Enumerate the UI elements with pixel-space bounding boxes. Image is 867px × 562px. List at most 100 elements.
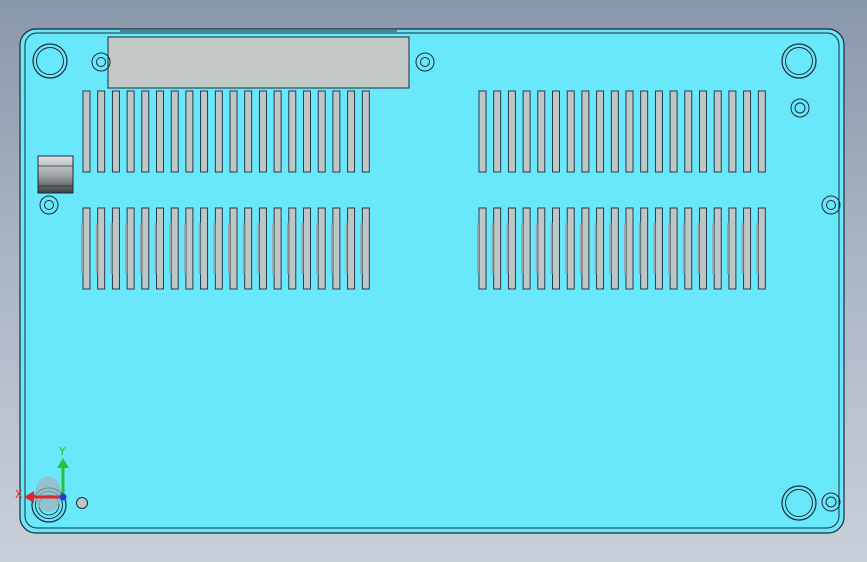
vent-slot	[111, 207, 120, 290]
vent-slot	[229, 207, 238, 290]
vent-slot	[229, 90, 238, 173]
vent-slot	[743, 207, 752, 290]
vent-slot-shadow	[521, 223, 524, 274]
screw-hole-top-mid[interactable]	[415, 52, 435, 72]
vent-slot	[699, 207, 707, 290]
vent-slot-shadow	[242, 223, 245, 274]
mounting-hole-top-left-large[interactable]	[32, 43, 68, 79]
vent-slot	[669, 207, 678, 290]
vent-slot	[332, 90, 341, 173]
vent-slot	[317, 90, 326, 173]
mounting-hole-bottom-right-large[interactable]	[781, 485, 817, 521]
vent-slot	[537, 90, 546, 173]
vent-bank-left-lower	[81, 207, 370, 290]
vent-slot	[757, 207, 766, 290]
vent-slot	[82, 207, 91, 290]
vent-slot	[669, 90, 678, 173]
vent-slot-shadow	[726, 223, 729, 274]
vent-slot-shadow	[125, 223, 128, 274]
vent-slot	[303, 207, 311, 290]
vent-slot	[170, 207, 179, 290]
vent-slot	[185, 207, 194, 290]
vent-slot	[317, 207, 326, 290]
vent-slot	[258, 207, 267, 290]
vent-slot-shadow	[139, 223, 142, 274]
vent-slot-shadow	[668, 223, 671, 274]
vent-slot	[111, 90, 120, 173]
vent-slot	[288, 207, 297, 290]
vent-slot	[566, 207, 575, 290]
vent-slot	[347, 207, 356, 290]
vent-slot	[713, 90, 722, 173]
vent-slot-shadow	[550, 223, 553, 274]
screw-hole-right-upper[interactable]	[790, 98, 810, 118]
vent-slot	[507, 90, 516, 173]
vent-slot-shadow	[154, 223, 157, 274]
vent-slot	[200, 90, 209, 173]
vent-slot	[552, 207, 560, 290]
vent-slot	[625, 90, 634, 173]
screw-hole-right-mid[interactable]	[821, 195, 841, 215]
vent-slot	[214, 207, 223, 290]
vent-slot-shadow	[477, 223, 479, 274]
vent-slot-shadow	[183, 223, 186, 274]
screw-hole-top-left[interactable]	[91, 52, 111, 72]
vent-slot	[214, 90, 223, 173]
vent-slot	[303, 90, 311, 173]
vent-slot-shadow	[594, 223, 597, 274]
vent-slot-shadow	[272, 223, 275, 274]
vent-slot-shadow	[638, 223, 641, 274]
vent-slot	[200, 207, 209, 290]
vent-slot-shadow	[81, 223, 83, 274]
vent-slot	[156, 90, 164, 173]
vent-slot	[684, 207, 693, 290]
vent-slot	[273, 207, 282, 290]
vent-slot	[361, 207, 370, 290]
vent-slot-shadow	[360, 223, 363, 274]
mounting-hole-top-right-large[interactable]	[781, 43, 817, 79]
vent-slot-shadow	[301, 223, 304, 274]
side-switch[interactable]	[37, 155, 74, 194]
vent-slot-shadow	[565, 223, 568, 274]
vent-slot-shadow	[535, 223, 538, 274]
triad-plane-shading	[35, 476, 61, 512]
vent-slot	[566, 90, 575, 173]
vent-slot-shadow	[316, 223, 319, 274]
coordinate-triad: Y X	[15, 445, 69, 512]
vent-slot	[522, 90, 531, 173]
vent-slot	[522, 207, 531, 290]
vent-slot-shadow	[330, 223, 333, 274]
vent-slot-shadow	[624, 223, 626, 274]
small-pin-bottom-left[interactable]	[76, 497, 88, 509]
vent-slot	[581, 207, 590, 290]
vent-bank-right-upper	[478, 90, 766, 173]
vent-slot	[728, 207, 737, 290]
vent-slot-shadow	[95, 223, 98, 274]
vent-slot	[610, 90, 619, 173]
triad-x-label: X	[15, 488, 23, 501]
vent-slot	[126, 207, 135, 290]
vent-slot	[625, 207, 634, 290]
vent-slot-shadow	[198, 223, 201, 274]
screw-hole-left-mid[interactable]	[39, 195, 59, 215]
vent-slot	[537, 207, 546, 290]
vent-slot-shadow	[345, 223, 348, 274]
vent-bank-right-lower	[477, 207, 766, 290]
vent-slot-shadow	[110, 223, 113, 274]
triad-x-arrowhead	[24, 491, 34, 503]
vent-slot	[640, 207, 649, 290]
vent-slot	[141, 207, 150, 290]
screw-hole-bottom-right[interactable]	[821, 492, 841, 512]
vent-slot	[728, 90, 737, 173]
vent-slot	[170, 90, 179, 173]
vent-slot	[596, 207, 605, 290]
triad-z-axis	[59, 493, 67, 501]
triad-y-arrowhead	[57, 458, 69, 468]
vent-slot-shadow	[213, 223, 216, 274]
vent-slot	[610, 207, 619, 290]
connector-housing[interactable]	[107, 36, 410, 89]
vent-slot-shadow	[712, 223, 715, 274]
vent-slot-shadow	[506, 223, 509, 274]
